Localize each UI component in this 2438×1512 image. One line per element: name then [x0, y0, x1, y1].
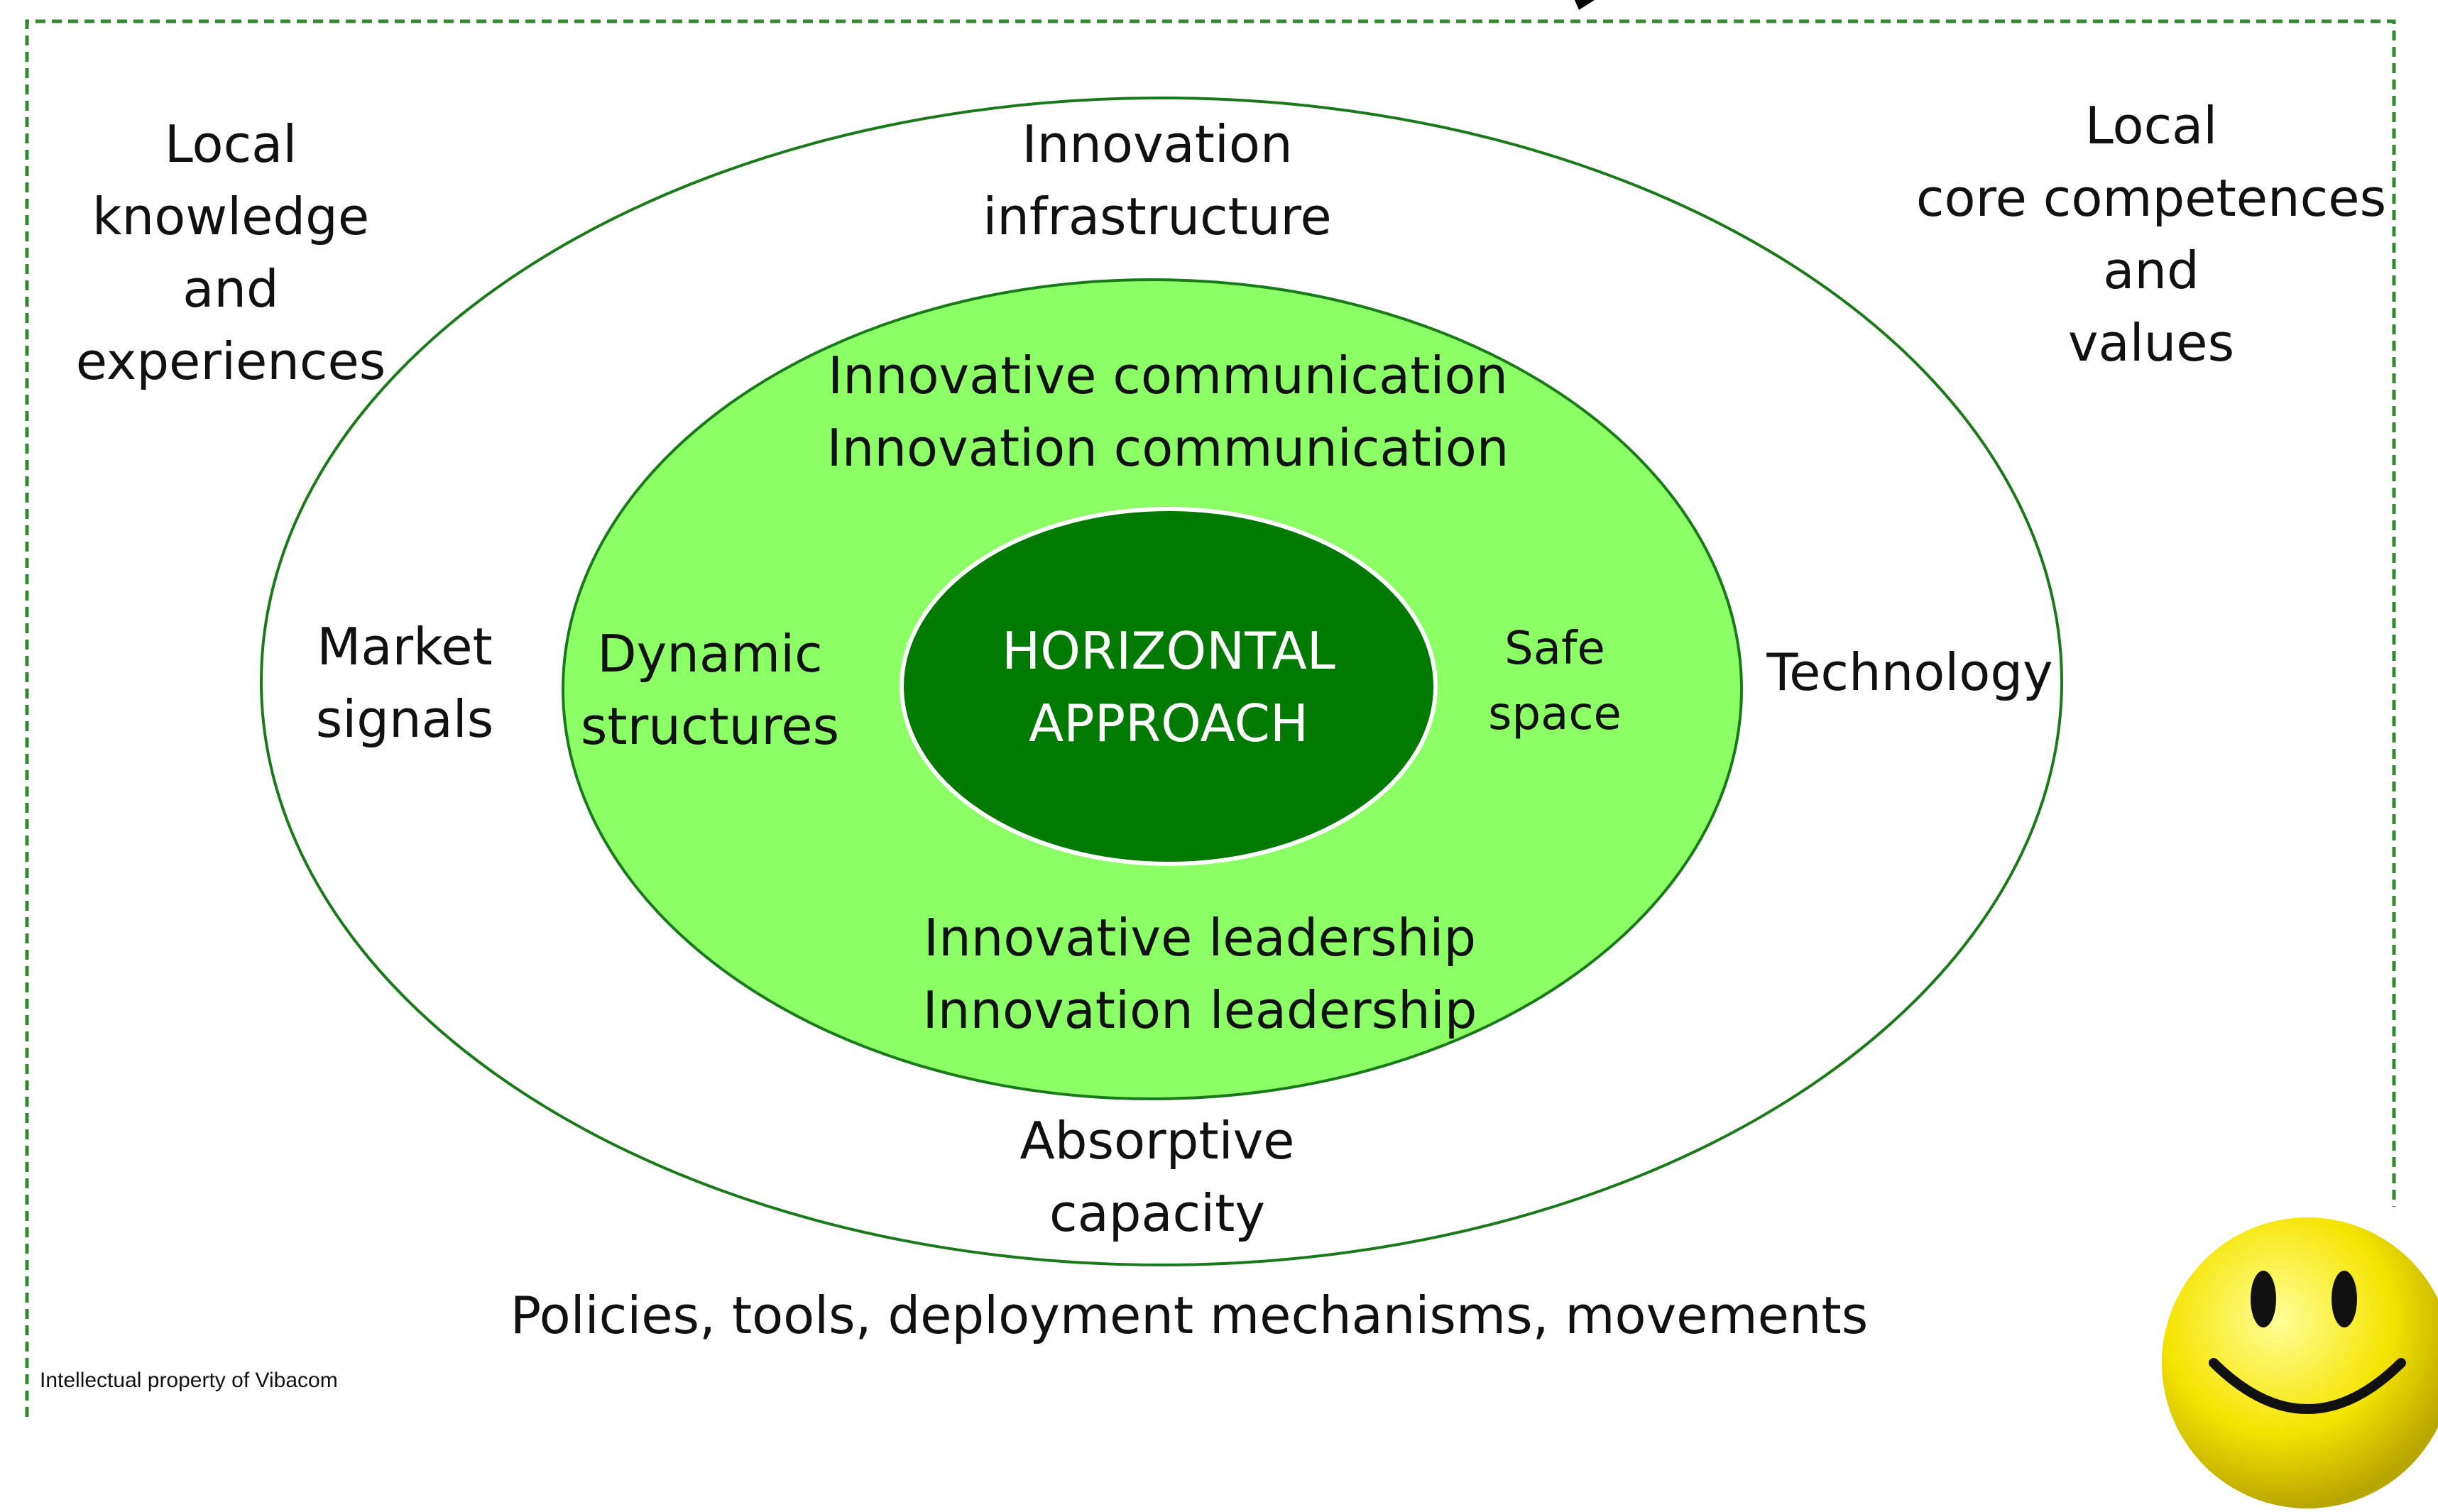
title-fragment: [1575, 0, 1595, 10]
label-horizontal-approach: HORIZONTAL APPROACH: [1002, 621, 1335, 753]
label-local-core-competences: Local core competences and values: [1915, 96, 2387, 373]
credit-text: Intellectual property of Vibacom: [40, 1369, 338, 1392]
footer-policies: Policies, tools, deployment mechanisms, …: [510, 1286, 1869, 1345]
smiley-face-icon: [2162, 1217, 2438, 1508]
label-innovative-communication: Innovative communication Innovation comm…: [826, 346, 1509, 478]
label-market-signals: Market signals: [315, 617, 494, 749]
label-innovative-leadership: Innovative leadership Innovation leaders…: [922, 908, 1477, 1040]
inner-ellipse: [900, 507, 1438, 866]
label-innovation-infrastructure: Innovation infrastructure: [983, 114, 1332, 246]
label-dynamic-structures: Dynamic structures: [580, 624, 840, 756]
diagram-canvas: [25, 0, 2396, 1417]
label-technology: Technology: [1766, 642, 2053, 702]
label-absorptive-capacity: Absorptive capacity: [1020, 1111, 1295, 1243]
label-safe-space: Safe space: [1488, 623, 1622, 740]
label-local-knowledge: Local knowledge and experiences: [75, 114, 386, 391]
